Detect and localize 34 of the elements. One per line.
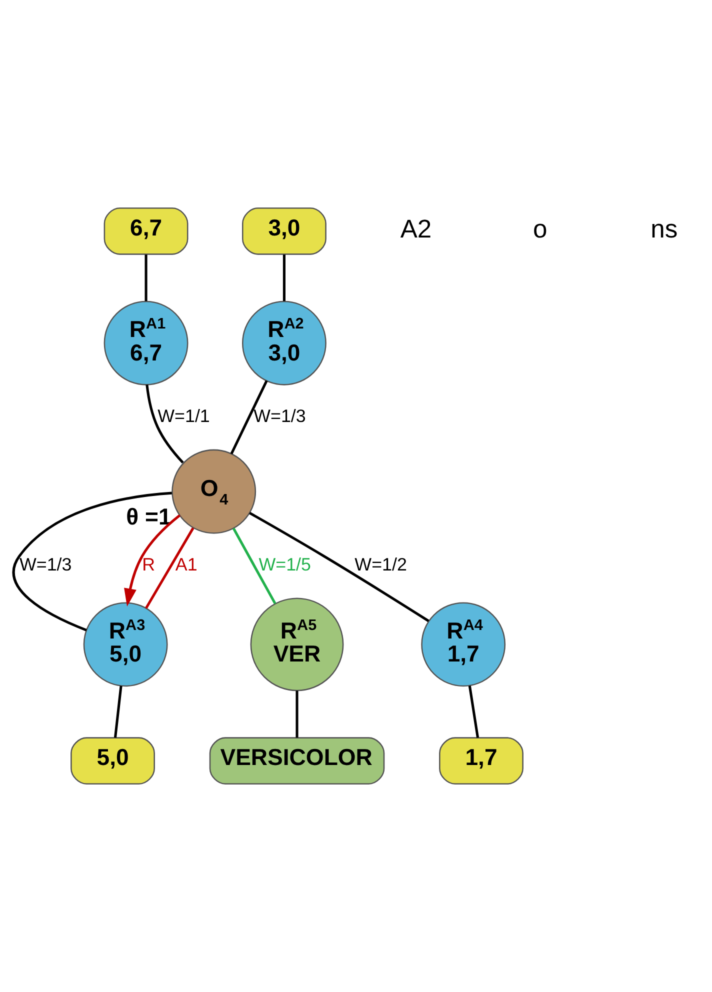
edge-label: W=1/3 [254, 406, 306, 426]
edge-label: W=1/1 [158, 406, 210, 426]
node-circle: R$^{A1}$ 6,7 [104, 300, 188, 386]
connector [145, 527, 194, 609]
connector [232, 528, 276, 604]
node-circle: R$^{A5}$ VER [250, 598, 344, 692]
connector [296, 690, 298, 738]
node-box: 3,0 [242, 207, 326, 255]
connector [249, 512, 430, 622]
edge-label: W=1/2 [354, 554, 407, 574]
arrow [124, 514, 180, 606]
node-box: 5,0 [70, 737, 155, 785]
connector [114, 686, 122, 738]
edge-label: A1 [175, 554, 198, 574]
connector [12, 492, 172, 632]
connector [146, 384, 184, 464]
label: ns [650, 216, 678, 244]
node-box: VERSICOLOR [209, 737, 385, 785]
node-circle: O$_{4}$ [172, 449, 256, 534]
label: o [532, 216, 548, 244]
node-circle: R$^{A2}$ 3,0 [242, 300, 326, 386]
node-box: 1,7 [439, 737, 524, 785]
node-label: θ =1 [126, 504, 172, 530]
connector [144, 254, 148, 302]
connector [282, 254, 286, 302]
node-circle: R$^{A3}$ 5,0 [83, 602, 168, 687]
label: A2 [400, 216, 432, 244]
connector [230, 380, 268, 454]
edge-label: W=1/3 [19, 554, 72, 574]
node-box: 6,7 [104, 207, 188, 255]
edge-label: W=1/5 [258, 554, 311, 574]
node-circle: R$^{A4}$ 1,7 [421, 602, 506, 687]
connector [468, 686, 480, 738]
edge-label: R [142, 554, 156, 574]
